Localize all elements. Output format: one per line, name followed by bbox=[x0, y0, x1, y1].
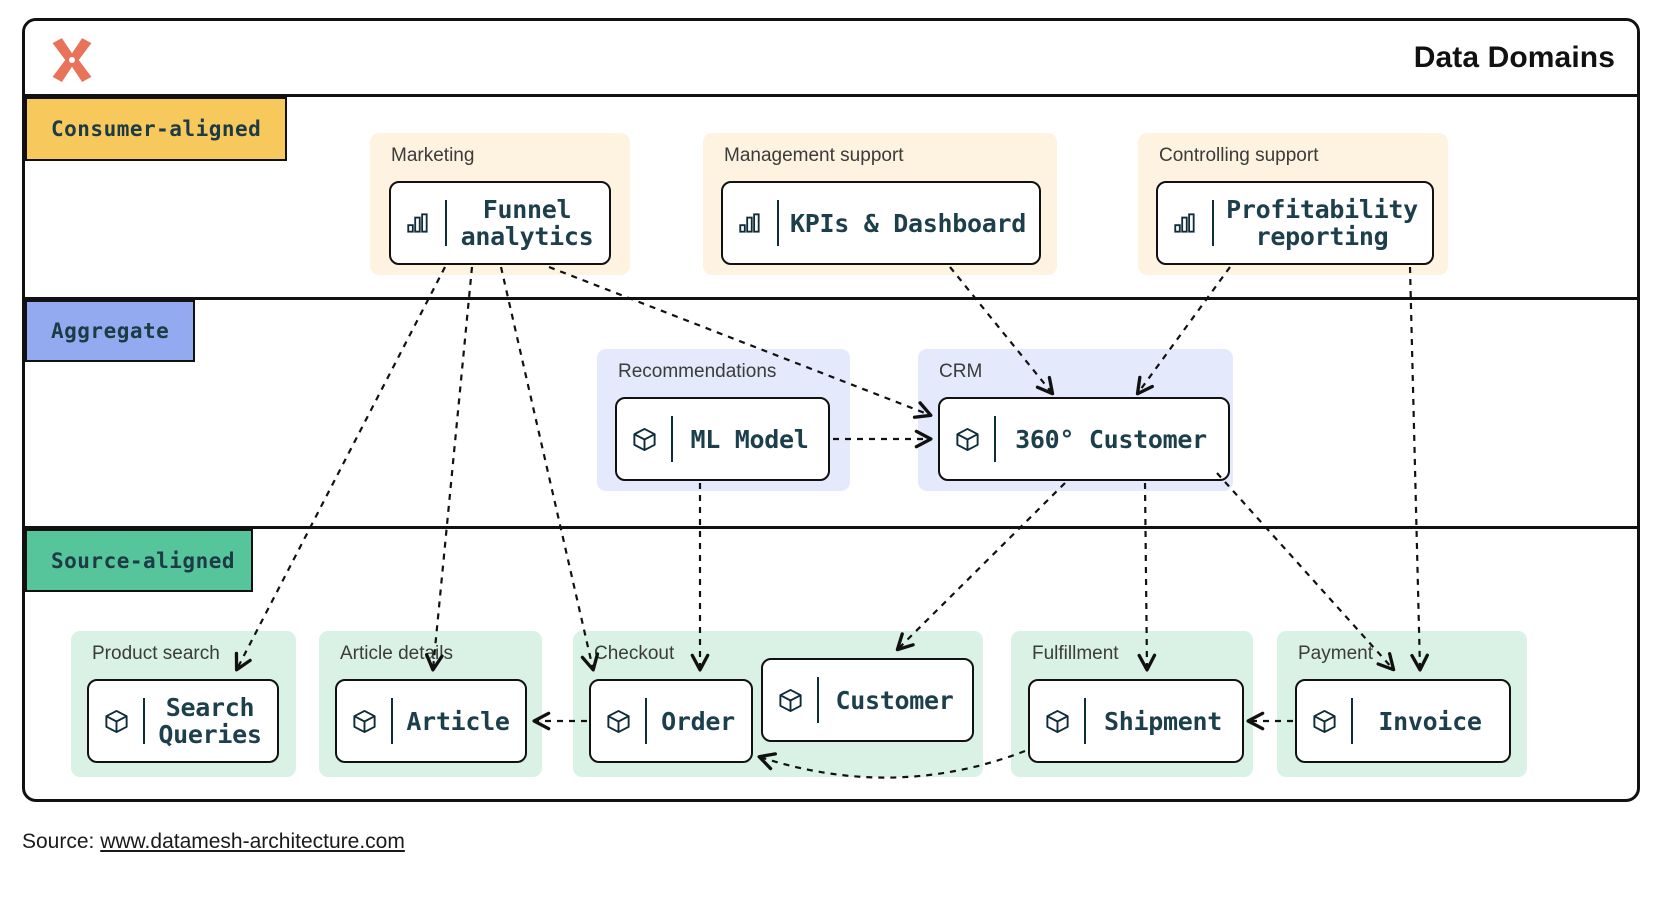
data-product-title: Funnel analytics bbox=[460, 195, 594, 251]
card-divider bbox=[391, 697, 393, 745]
data-product-card-funnel-analytics[interactable]: Funnel analytics bbox=[389, 181, 611, 265]
card-divider bbox=[445, 199, 447, 247]
domain-label: Product search bbox=[92, 643, 220, 664]
domain-label: Article details bbox=[340, 643, 453, 664]
card-divider bbox=[994, 415, 996, 463]
bar-chart-icon bbox=[1158, 210, 1212, 236]
data-product-title: Customer bbox=[835, 685, 954, 715]
band-badge-label: Source-aligned bbox=[51, 548, 236, 573]
data-product-card-article[interactable]: Article bbox=[335, 679, 527, 763]
data-product-card-order[interactable]: Order bbox=[589, 679, 753, 763]
diagram-header: Data Domains bbox=[25, 21, 1637, 97]
data-product-card-customer[interactable]: Customer bbox=[761, 658, 974, 742]
data-product-card-kpis-and-dashboard[interactable]: KPIs & Dashboard bbox=[721, 181, 1041, 265]
source-attribution: Source: www.datamesh-architecture.com bbox=[22, 830, 405, 854]
card-divider bbox=[645, 697, 647, 745]
card-divider bbox=[1212, 199, 1214, 247]
band-badge-source-aligned: Source-aligned bbox=[25, 529, 253, 592]
band-badge-aggregate: Aggregate bbox=[25, 300, 195, 362]
data-product-title: 360° Customer bbox=[1015, 424, 1207, 454]
cube-icon bbox=[89, 708, 143, 735]
card-divider bbox=[817, 676, 819, 724]
domain-label: Marketing bbox=[391, 145, 475, 166]
data-product-title: Invoice bbox=[1378, 706, 1482, 736]
band-separator-source bbox=[25, 526, 1637, 529]
card-divider bbox=[777, 199, 779, 247]
source-link[interactable]: www.datamesh-architecture.com bbox=[100, 830, 405, 853]
band-badge-consumer-aligned: Consumer-aligned bbox=[25, 97, 287, 161]
bar-chart-icon bbox=[723, 210, 777, 236]
page-title: Data Domains bbox=[1413, 41, 1615, 74]
data-product-card-invoice[interactable]: Invoice bbox=[1295, 679, 1511, 763]
card-divider bbox=[143, 697, 145, 745]
bar-chart-icon bbox=[391, 210, 445, 236]
cube-icon bbox=[763, 687, 817, 714]
diagram-frame: Data Domains Consumer-aligned Aggregate … bbox=[22, 18, 1640, 802]
domain-label: Payment bbox=[1298, 643, 1373, 664]
cube-icon bbox=[591, 708, 645, 735]
cube-icon bbox=[617, 426, 671, 453]
data-product-title: KPIs & Dashboard bbox=[789, 208, 1027, 238]
data-product-title: Shipment bbox=[1103, 706, 1222, 736]
band-separator-aggregate bbox=[25, 297, 1637, 300]
cube-icon bbox=[1297, 708, 1351, 735]
domain-label: Fulfillment bbox=[1032, 643, 1119, 664]
data-product-card-search-queries[interactable]: Search Queries bbox=[87, 679, 279, 763]
data-product-title: Profitability reporting bbox=[1226, 195, 1418, 251]
band-badge-label: Aggregate bbox=[51, 319, 170, 343]
domain-label: Recommendations bbox=[618, 361, 777, 382]
data-product-title: Article bbox=[406, 706, 510, 736]
data-product-title: Search Queries bbox=[158, 693, 262, 749]
cube-icon bbox=[940, 426, 994, 453]
source-prefix: Source: bbox=[22, 830, 101, 853]
data-product-card-ml-model[interactable]: ML Model bbox=[615, 397, 830, 481]
cube-icon bbox=[1030, 708, 1084, 735]
card-divider bbox=[671, 415, 673, 463]
domain-label: Management support bbox=[724, 145, 904, 166]
data-product-title: ML Model bbox=[690, 424, 809, 454]
data-product-card-profitability-reporting[interactable]: Profitability reporting bbox=[1156, 181, 1434, 265]
domain-label: CRM bbox=[939, 361, 983, 382]
datamesh-star-logo-icon bbox=[45, 33, 99, 87]
data-product-title: Order bbox=[661, 706, 735, 736]
data-product-card-shipment[interactable]: Shipment bbox=[1028, 679, 1244, 763]
card-divider bbox=[1351, 697, 1353, 745]
data-product-card-360-customer[interactable]: 360° Customer bbox=[938, 397, 1230, 481]
domain-label: Controlling support bbox=[1159, 145, 1319, 166]
domain-label: Checkout bbox=[594, 643, 675, 664]
cube-icon bbox=[337, 708, 391, 735]
band-badge-label: Consumer-aligned bbox=[51, 117, 262, 141]
card-divider bbox=[1084, 697, 1086, 745]
